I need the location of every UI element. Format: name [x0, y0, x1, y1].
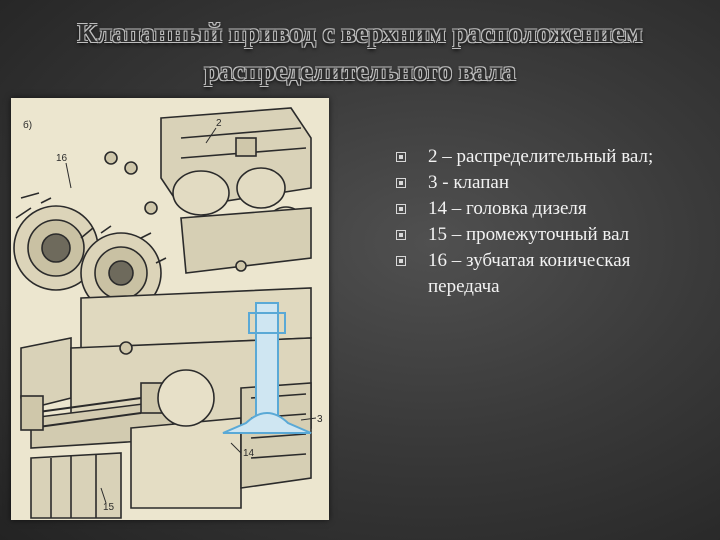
square-bullet-icon: [396, 256, 406, 266]
legend-item: 15 – промежуточный вал: [394, 222, 704, 248]
panel-label: б): [23, 119, 32, 131]
square-bullet-icon: [396, 230, 406, 240]
square-bullet-icon: [396, 178, 406, 188]
legend-item: 14 – головка дизеля: [394, 196, 704, 222]
legend-item: 2 – распределительный вал;: [394, 144, 704, 170]
legend-item-text: 16 – зубчатая коническая передача: [428, 250, 631, 297]
legend-item-text: 14 – головка дизеля: [428, 198, 587, 219]
callout-3: 3: [317, 414, 323, 425]
engine-diagram: б) 2 16 3 14 15: [11, 98, 329, 520]
callout-16: 16: [56, 153, 68, 164]
callout-15: 15: [103, 502, 115, 513]
slide-title: Клапанный привод с верхним расположением…: [77, 18, 643, 86]
legend-item-text: 2 – распределительный вал;: [428, 146, 654, 167]
legend-list: 2 – распределительный вал; 3 - клапан 14…: [394, 144, 704, 300]
legend-item-text: 15 – промежуточный вал: [428, 224, 630, 245]
square-bullet-icon: [396, 204, 406, 214]
callout-14: 14: [243, 448, 255, 459]
callout-2: 2: [216, 118, 222, 129]
legend-item: 16 – зубчатая коническая передача: [394, 248, 704, 300]
square-bullet-icon: [396, 152, 406, 162]
legend-item: 3 - клапан: [394, 170, 704, 196]
legend-item-text: 3 - клапан: [428, 172, 509, 193]
